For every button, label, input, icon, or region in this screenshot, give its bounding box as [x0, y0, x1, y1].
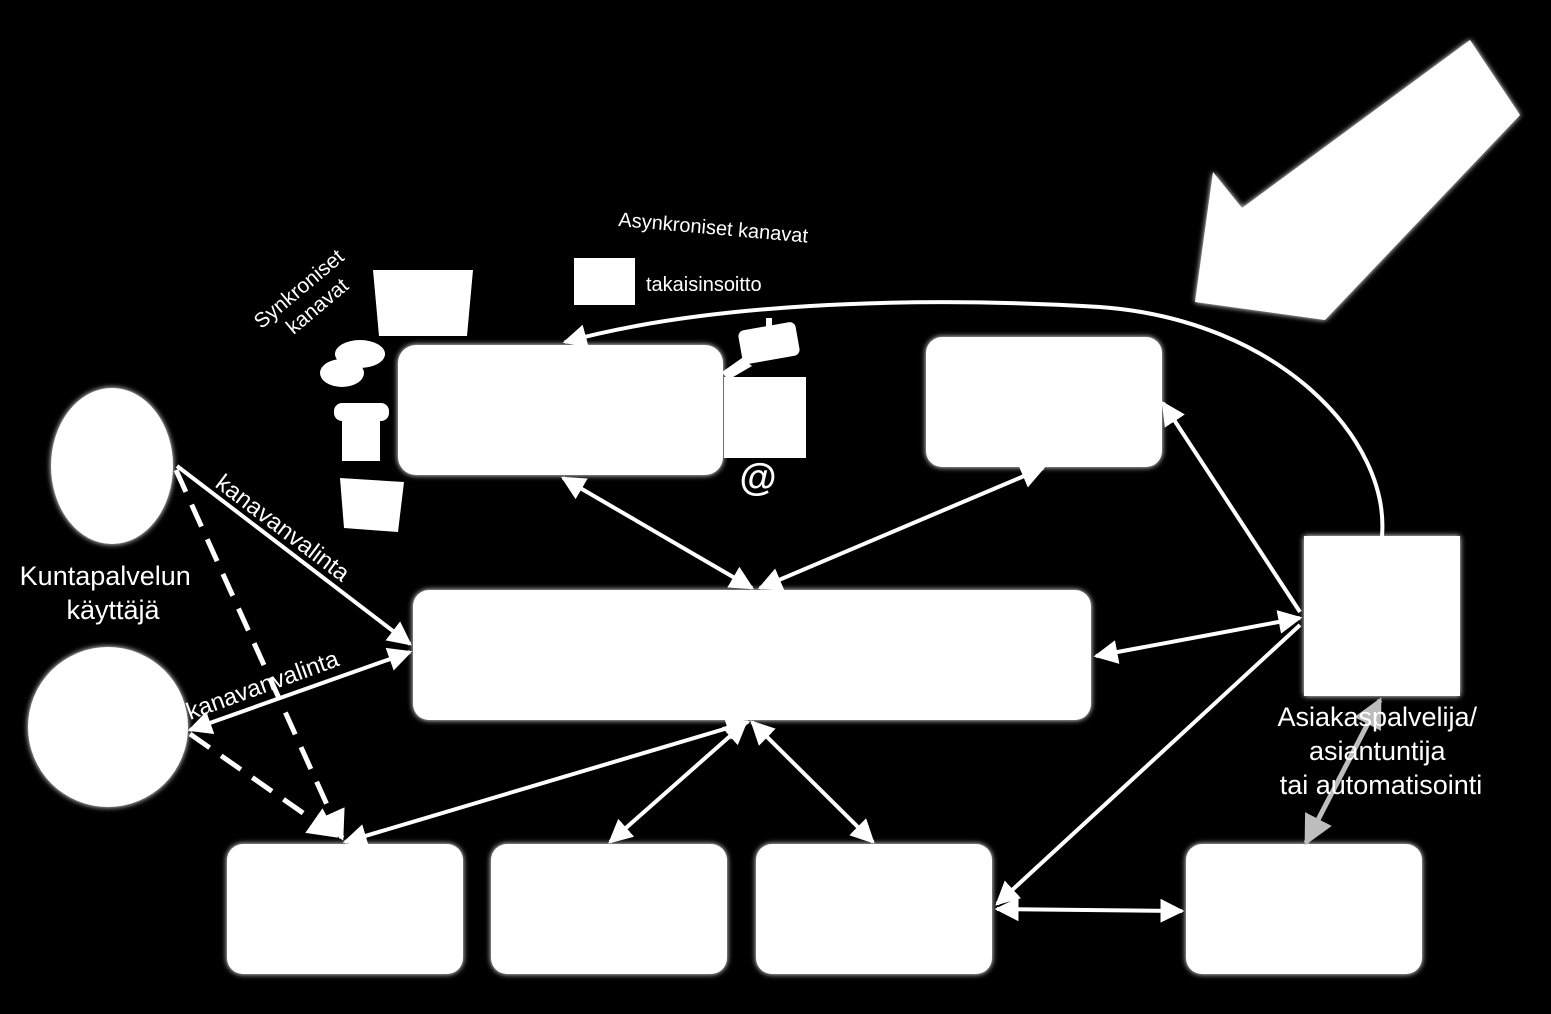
chat-icon	[320, 340, 385, 387]
screen-icon	[373, 270, 473, 336]
callback-legend-icon	[574, 258, 635, 305]
email-at-symbol: @	[739, 457, 776, 499]
arrow-agent-hub	[1093, 610, 1303, 664]
user-circle-1	[51, 388, 173, 544]
central-hub-box	[413, 590, 1091, 720]
async-channels-label: Asynkroniset kanavat	[618, 209, 810, 248]
arrow-user2-hub	[187, 647, 413, 735]
arrow-hub-bottom1	[342, 716, 751, 848]
arrow-agent-bottom3	[995, 623, 1302, 906]
arrow-bottom3-bottom4	[994, 897, 1185, 923]
arrow-hub-bottom2	[608, 720, 748, 844]
arrow-agent-bottom4	[1303, 697, 1383, 846]
agent-box	[1304, 536, 1460, 696]
phone-icon	[334, 403, 389, 461]
channel-choice-label-upper: kanavanvalinta	[210, 469, 355, 587]
bottom-box-3	[756, 844, 992, 974]
arrow-hub-bottom3	[750, 720, 875, 844]
email-icon	[724, 377, 806, 458]
callback-label: takaisinsoitto	[646, 274, 762, 296]
dashed-arrow-user1-bottom1	[173, 468, 345, 841]
agent-label: Asiakaspalvelija/ asiantuntija tai autom…	[1277, 702, 1484, 800]
sync-channels-box	[398, 345, 723, 475]
arrow-selfservice-hub	[757, 465, 1046, 591]
bottom-box-2	[491, 844, 727, 974]
user-circle-2	[28, 647, 188, 807]
bottom-box-4	[1186, 844, 1422, 974]
paper-icon	[340, 478, 404, 532]
arrow-agent-selfservice	[1161, 400, 1302, 614]
dashed-arrow-user2-bottom1	[188, 731, 339, 839]
callback-hand-icon	[722, 318, 800, 380]
bottom-box-1	[227, 844, 463, 974]
sync-channels-label: Synkroniset kanavat	[250, 241, 369, 352]
arrow-agent-callback-curve	[562, 300, 1385, 537]
user1-label: Kuntapalvelun käyttäjä	[20, 561, 199, 625]
arrow-user1-hub	[175, 464, 412, 646]
self-service-box	[926, 337, 1162, 467]
arrow-sync-hub	[560, 476, 755, 590]
big-arrow-shape	[1195, 40, 1520, 320]
